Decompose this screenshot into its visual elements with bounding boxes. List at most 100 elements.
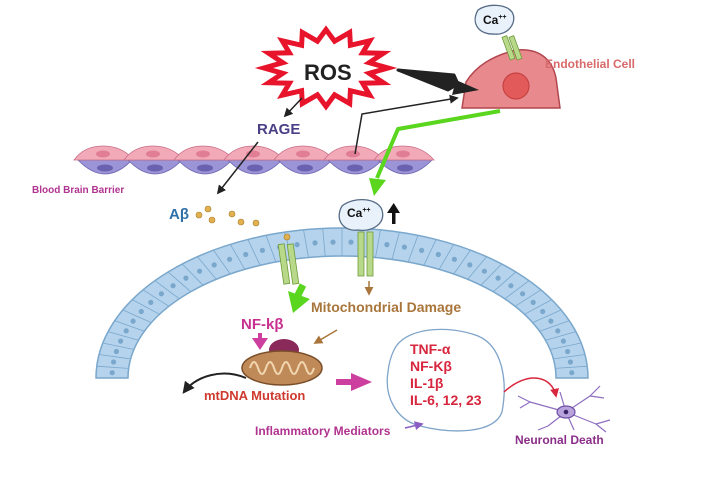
membrane-cell-nucleus [555, 328, 561, 334]
calcium-ion-icon [474, 4, 515, 35]
neural-membrane-arc [95, 227, 589, 379]
membrane-cell-divider [229, 244, 246, 270]
membrane-cell-divider [132, 299, 160, 315]
membrane-cell-nucleus [508, 283, 514, 289]
abeta-label: Aβ [169, 206, 189, 223]
membrane-cell-divider [265, 235, 277, 263]
inflammatory-mediators-cell [386, 328, 505, 432]
ion-channel-icon [501, 35, 523, 61]
calcium-charge: ++ [362, 207, 371, 214]
mediator-item: IL-6, 12, 23 [410, 392, 482, 408]
barrier-underlayer-nucleus [197, 164, 213, 172]
membrane-cell-divider [96, 365, 129, 369]
membrane-cell-nucleus [259, 247, 265, 253]
membrane-cell-nucleus [495, 275, 501, 281]
membrane-cell-divider [122, 309, 152, 323]
calcium-symbol: Ca [347, 206, 363, 220]
membrane-cell-nucleus [467, 262, 473, 268]
barrier-cell-nucleus [196, 150, 210, 158]
membrane-cell-nucleus [113, 348, 120, 355]
ros-label: ROS [304, 60, 352, 85]
membrane-cell-divider [322, 228, 326, 257]
membrane-cell-divider [493, 271, 517, 293]
pathway-arrows [182, 68, 559, 431]
membrane-cell-divider [539, 320, 570, 332]
membrane-cell-nucleus [451, 256, 457, 262]
membrane-cell-divider [247, 239, 261, 266]
membrane-cell-nucleus [481, 268, 487, 274]
nfkb-label: NF-kβ [241, 316, 284, 333]
inflammatory-mediators-label: Inflammatory Mediators [255, 424, 391, 438]
membrane-cell-divider [391, 231, 400, 260]
barrier-underlayer-nucleus [97, 164, 113, 172]
membrane-cell-divider [467, 256, 487, 280]
calcium-ion-icon [338, 199, 384, 231]
membrane-cell-nucleus [540, 308, 546, 315]
calcium-charge: ++ [498, 14, 507, 21]
membrane-cell-nucleus [109, 370, 115, 376]
barrier-underlayer-nucleus [247, 164, 263, 172]
membrane-cell-nucleus [564, 348, 571, 355]
membrane-cell-divider [98, 354, 131, 360]
membrane-cell-nucleus [123, 328, 129, 334]
barrier-underlayer-nucleus [297, 164, 313, 172]
mediator-item: IL-1β [410, 375, 444, 391]
barrier-cell-nucleus [296, 150, 310, 158]
calcium-label-mid: Ca++ [347, 206, 371, 220]
membrane-cell-nucleus [418, 247, 425, 253]
membrane-cell-divider [107, 331, 139, 341]
abeta-particles [195, 205, 291, 241]
membrane-cell-nucleus [183, 275, 189, 281]
membrane-cell-nucleus [111, 359, 117, 365]
membrane-cell-nucleus [170, 283, 176, 289]
membrane-cell-nucleus [243, 251, 249, 258]
membrane-cell-nucleus [148, 299, 154, 305]
up-arrow-icon [387, 203, 400, 224]
ion-channel-icon [357, 231, 374, 277]
membrane-cell-divider [197, 256, 217, 280]
neuronal-death-label: Neuronal Death [515, 433, 604, 447]
membrane-cell-nucleus [567, 359, 574, 365]
membrane-cell-divider [514, 289, 542, 307]
membrane-cell-divider [375, 229, 381, 258]
mediator-item: NF-Kβ [410, 358, 452, 374]
membrane-cell-nucleus [435, 251, 441, 258]
membrane-cell-divider [102, 342, 134, 350]
membrane-cell-divider [438, 244, 455, 270]
membrane-cell-nucleus [130, 318, 136, 324]
calcium-label-top: Ca++ [483, 13, 507, 27]
barrier-underlayer-nucleus [347, 164, 363, 172]
barrier-cell-nucleus [396, 150, 410, 158]
neuron-icon [517, 385, 611, 433]
ion-channel-icon [277, 243, 300, 285]
membrane-cell-divider [480, 263, 503, 286]
membrane-cell-nucleus [294, 242, 300, 248]
membrane-cell-divider [407, 235, 419, 263]
membrane-cell-nucleus [330, 239, 336, 245]
membrane-cell-nucleus [138, 308, 144, 315]
membrane-cell-nucleus [211, 262, 217, 268]
barrier-underlayer-nucleus [397, 164, 413, 172]
membrane-cell-divider [555, 365, 588, 369]
barrier-cell-nucleus [96, 150, 110, 158]
membrane-cell-nucleus [569, 370, 575, 376]
membrane-cell-divider [550, 342, 582, 350]
membrane-cell-divider [545, 331, 577, 341]
membrane-cell-nucleus [118, 338, 124, 344]
membrane-cell-divider [142, 289, 170, 307]
membrane-cell-divider [453, 249, 471, 275]
membrane-cell-nucleus [548, 318, 554, 324]
membrane-cell-divider [181, 263, 204, 286]
membrane-cell-divider [167, 271, 191, 293]
membrane-cell-nucleus [312, 240, 318, 246]
membrane-cell-nucleus [384, 242, 390, 248]
membrane-cell-nucleus [158, 291, 164, 297]
membrane-cell-nucleus [519, 291, 526, 297]
barrier-cell-nucleus [146, 150, 160, 158]
blood-brain-barrier-label: Blood Brain Barrier [32, 185, 125, 196]
blood-brain-barrier-layer [73, 145, 435, 175]
endothelial-cell-label: Endothelial Cell [545, 57, 636, 71]
membrane-cell-divider [504, 280, 530, 300]
membrane-cell-divider [532, 309, 562, 323]
barrier-cell-nucleus [346, 150, 360, 158]
